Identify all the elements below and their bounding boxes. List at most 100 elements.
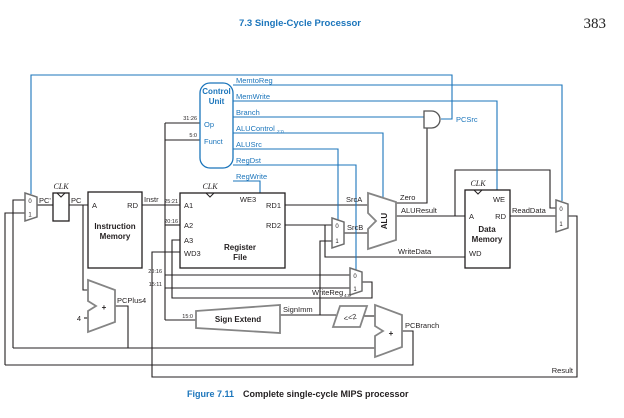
rf-port-a3: A3 bbox=[184, 236, 193, 245]
bits-a1: 25:21 bbox=[164, 199, 178, 205]
control-unit-box bbox=[199, 82, 234, 169]
pc-mux-1: 1 bbox=[28, 213, 32, 219]
rf-port-rd2: RD2 bbox=[266, 221, 281, 230]
label-pc: PC bbox=[71, 196, 82, 205]
data-memory-box bbox=[464, 189, 511, 269]
control-unit-title-2: Unit bbox=[209, 97, 225, 106]
label-srca: SrcA bbox=[346, 195, 362, 204]
label-writereg-bits: 4:0 bbox=[344, 293, 351, 299]
regfile-clk-notch bbox=[205, 192, 215, 198]
datamem-clk-notch bbox=[473, 189, 483, 195]
rf-port-a1: A1 bbox=[184, 201, 193, 210]
im-name-1: Instruction bbox=[94, 222, 135, 231]
label-readdata: ReadData bbox=[512, 206, 547, 215]
bits-a2: 20:16 bbox=[164, 219, 178, 225]
wire-pcsrc bbox=[30, 74, 453, 194]
wire-pcplus4-out bbox=[115, 305, 129, 348]
wire-writedata bbox=[324, 225, 465, 258]
im-name-2: Memory bbox=[100, 232, 131, 241]
wire-zero bbox=[396, 127, 428, 204]
datapath-wires bbox=[4, 122, 578, 378]
rf-port-rd1: RD1 bbox=[266, 201, 281, 210]
pc-mux-0: 0 bbox=[28, 199, 32, 205]
wire-signimm-branch bbox=[319, 240, 332, 315]
sign-extend-name: Sign Extend bbox=[215, 315, 261, 324]
pcbranch-plus-sign: + bbox=[389, 329, 394, 338]
rf-port-we3: WE3 bbox=[240, 195, 256, 204]
dm-port-we: WE bbox=[493, 195, 505, 204]
label-clk-datamem: CLK bbox=[470, 179, 486, 188]
page-number: 383 bbox=[584, 16, 607, 32]
bits-imm: 15:0 bbox=[182, 314, 193, 320]
wire-memwrite bbox=[233, 100, 498, 190]
label-writereg: WriteReg bbox=[312, 288, 343, 297]
wire-pcmux-in0 bbox=[12, 199, 25, 348]
sign-extend-box bbox=[195, 304, 281, 334]
wire-regdst bbox=[233, 164, 357, 270]
writereg-mux bbox=[349, 266, 363, 297]
label-alucontrol: ALUControl bbox=[236, 124, 275, 133]
label-clk-regfile: CLK bbox=[202, 182, 218, 191]
label-regwrite: RegWrite bbox=[236, 172, 267, 181]
label-writedata: WriteData bbox=[398, 247, 432, 256]
srcb-mux bbox=[331, 216, 345, 250]
control-unit-title-1: Control bbox=[202, 87, 230, 96]
wire-result-loop bbox=[151, 215, 578, 378]
srcb-mux-0: 0 bbox=[335, 224, 339, 230]
alu-shape bbox=[367, 191, 397, 251]
pcplus4-adder bbox=[87, 278, 116, 334]
cu-port-funct: Funct bbox=[204, 137, 224, 146]
label-alusrc: ALUSrc bbox=[236, 140, 262, 149]
wire-pc-to-adder bbox=[82, 205, 88, 291]
pc-mux bbox=[24, 191, 38, 223]
alu-name: ALU bbox=[380, 213, 389, 230]
label-memwrite: MemWrite bbox=[236, 92, 270, 101]
shift-left-2-box bbox=[331, 305, 369, 328]
register-file-box bbox=[179, 192, 286, 269]
label-signimm: SignImm bbox=[283, 305, 313, 314]
pc-register bbox=[52, 192, 70, 222]
result-mux-0: 0 bbox=[559, 207, 563, 213]
wire-aluresult-bypass bbox=[454, 169, 556, 216]
instruction-memory-box bbox=[87, 191, 143, 269]
pcbranch-adder bbox=[374, 303, 403, 359]
wire-pcmux-in1 bbox=[4, 212, 25, 365]
label-zero: Zero bbox=[400, 193, 415, 202]
page-header: 7.3 Single-Cycle Processor bbox=[239, 18, 361, 29]
wire-memtoreg bbox=[233, 84, 563, 201]
result-mux-1: 1 bbox=[559, 222, 563, 228]
rf-port-a2: A2 bbox=[184, 221, 193, 230]
bits-funct: 5:0 bbox=[189, 133, 197, 139]
wire-pcbranch-loop bbox=[5, 330, 414, 366]
bits-op: 31:26 bbox=[183, 116, 197, 122]
label-pc-prime: PC' bbox=[39, 196, 51, 205]
label-alucontrol-bits: 2:0 bbox=[277, 129, 284, 135]
wire-regwrite bbox=[233, 180, 261, 193]
label-pcbranch: PCBranch bbox=[405, 321, 439, 330]
label-shift-left-2: <<2 bbox=[343, 312, 358, 323]
dm-port-a: A bbox=[469, 212, 474, 221]
im-port-rd: RD bbox=[127, 201, 138, 210]
rf-name-2: File bbox=[233, 253, 247, 262]
label-srcb: SrcB bbox=[347, 223, 363, 232]
label-memtoreg: MemtoReg bbox=[236, 76, 273, 85]
bits-rd: 15:11 bbox=[149, 282, 162, 288]
label-aluresult: ALUResult bbox=[401, 206, 438, 215]
dm-port-wd: WD bbox=[469, 249, 482, 258]
label-regdst: RegDst bbox=[236, 156, 262, 165]
label-result: Result bbox=[552, 366, 574, 375]
result-mux bbox=[555, 198, 569, 234]
label-pcsrc: PCSrc bbox=[456, 115, 478, 124]
pcplus4-plus-sign: + bbox=[102, 303, 107, 312]
rf-name-1: Register bbox=[224, 243, 256, 252]
label-instr: Instr bbox=[144, 195, 159, 204]
bits-rt: 20:16 bbox=[148, 269, 162, 275]
figure-label: Figure 7.11 bbox=[187, 389, 234, 399]
cu-port-op: Op bbox=[204, 120, 214, 129]
control-wires bbox=[30, 74, 563, 270]
dm-port-rd: RD bbox=[495, 212, 506, 221]
im-port-a: A bbox=[92, 201, 97, 210]
label-pcplus4: PCPlus4 bbox=[117, 296, 146, 305]
writereg-mux-0: 0 bbox=[353, 274, 357, 280]
